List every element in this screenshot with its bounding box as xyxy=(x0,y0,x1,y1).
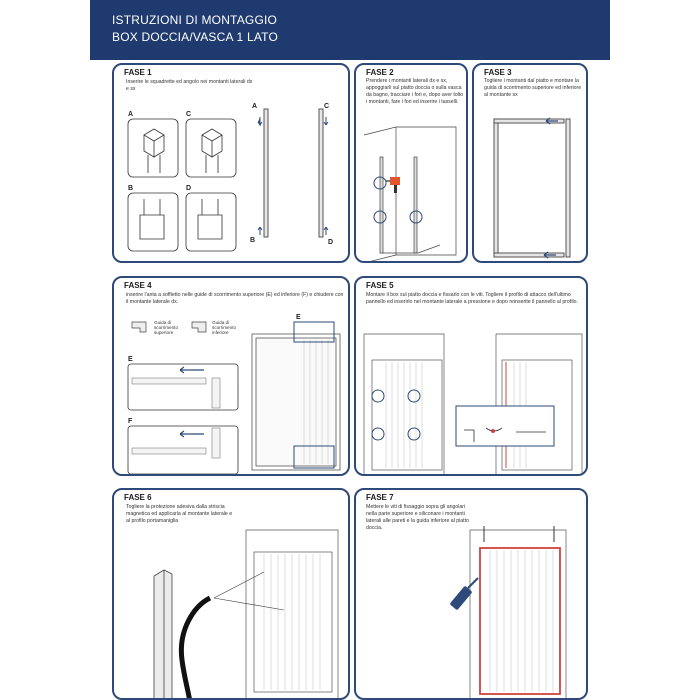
fase-1-rail-label-c: C xyxy=(324,103,330,110)
fase-5-drawing xyxy=(363,333,583,474)
header-title-line2: BOX DOCCIA/VASCA 1 LATO xyxy=(112,30,278,44)
fase-1-label-a: A xyxy=(128,111,134,118)
header-banner: ISTRUZIONI DI MONTAGGIO BOX DOCCIA/VASCA… xyxy=(90,0,610,60)
fase-6-text: Togliere la protezione adesiva dalla str… xyxy=(126,504,233,524)
panel-fase-4: FASE 4 inserire l'anta a soffietto nelle… xyxy=(112,276,350,476)
drill-icon xyxy=(390,177,400,185)
fase-3-text: Togliere i montanti dal piatto e montare… xyxy=(484,78,582,98)
fase-6-title: FASE 6 xyxy=(124,493,152,502)
fase-2-title: FASE 2 xyxy=(366,68,394,77)
silicone-outline xyxy=(479,547,561,695)
fase-4-label-e: E xyxy=(128,356,133,363)
fase-1-label-b: B xyxy=(128,185,134,192)
fase-4-guide-inferiore: Guida di scorrimento inferiore xyxy=(212,320,236,335)
fase-5-title: FASE 5 xyxy=(366,281,394,290)
panel-fase-6: FASE 6 Togliere la protezione adesiva da… xyxy=(112,488,350,700)
fase-7-drawing xyxy=(450,526,567,698)
fase-7-title: FASE 7 xyxy=(366,493,394,502)
fase-4-frame-label-e: E xyxy=(296,314,301,321)
fase-4-title: FASE 4 xyxy=(124,281,152,290)
fase-4-guide-superiore: Guida di scorrimento superiore xyxy=(154,320,178,335)
fase-3-drawing xyxy=(493,117,571,259)
panel-fase-7: FASE 7 Mettere le viti di fissaggio sopr… xyxy=(354,488,588,700)
fase-2-drawing xyxy=(363,126,457,261)
fase-5-text: Montare il box sul piatto doccia e fissa… xyxy=(366,292,578,305)
panel-fase-3: FASE 3 Togliere i montanti dal piatto e … xyxy=(472,63,588,263)
fase-1-label-c: C xyxy=(186,111,192,118)
header-title-line1: ISTRUZIONI DI MONTAGGIO xyxy=(112,13,278,27)
fase-1-text: Inserire le squadrette ed angolo nei mon… xyxy=(126,79,253,92)
fase-4-drawing xyxy=(127,321,341,474)
panel-fase-5: FASE 5 Montare il box sul piatto doccia … xyxy=(354,276,588,476)
fase-1-rail-label-b: B xyxy=(250,237,256,244)
fase-4-label-f: F xyxy=(128,418,133,425)
fase-4-text: inserire l'anta a soffietto nelle guide … xyxy=(126,292,344,305)
fase-1-title: FASE 1 xyxy=(124,68,152,77)
fase-1-rail-label-d: D xyxy=(328,239,334,246)
fase-6-drawing xyxy=(153,529,339,698)
fase-3-title: FASE 3 xyxy=(484,68,512,77)
fase-2-text: Prendere i montanti laterali dx e sx, ap… xyxy=(366,78,464,105)
panel-fase-1: FASE 1 Inserire le squadrette ed angolo … xyxy=(112,63,350,263)
fase-7-text: Mettere le viti di fissaggio sopra gli a… xyxy=(366,504,469,531)
silicone-gun-icon xyxy=(450,577,479,610)
panel-fase-2: FASE 2 Prendere i montanti laterali dx e… xyxy=(354,63,468,263)
fase-1-drawing xyxy=(127,108,329,252)
fase-1-rail-label-a: A xyxy=(252,103,258,110)
fase-1-label-d: D xyxy=(186,185,192,192)
